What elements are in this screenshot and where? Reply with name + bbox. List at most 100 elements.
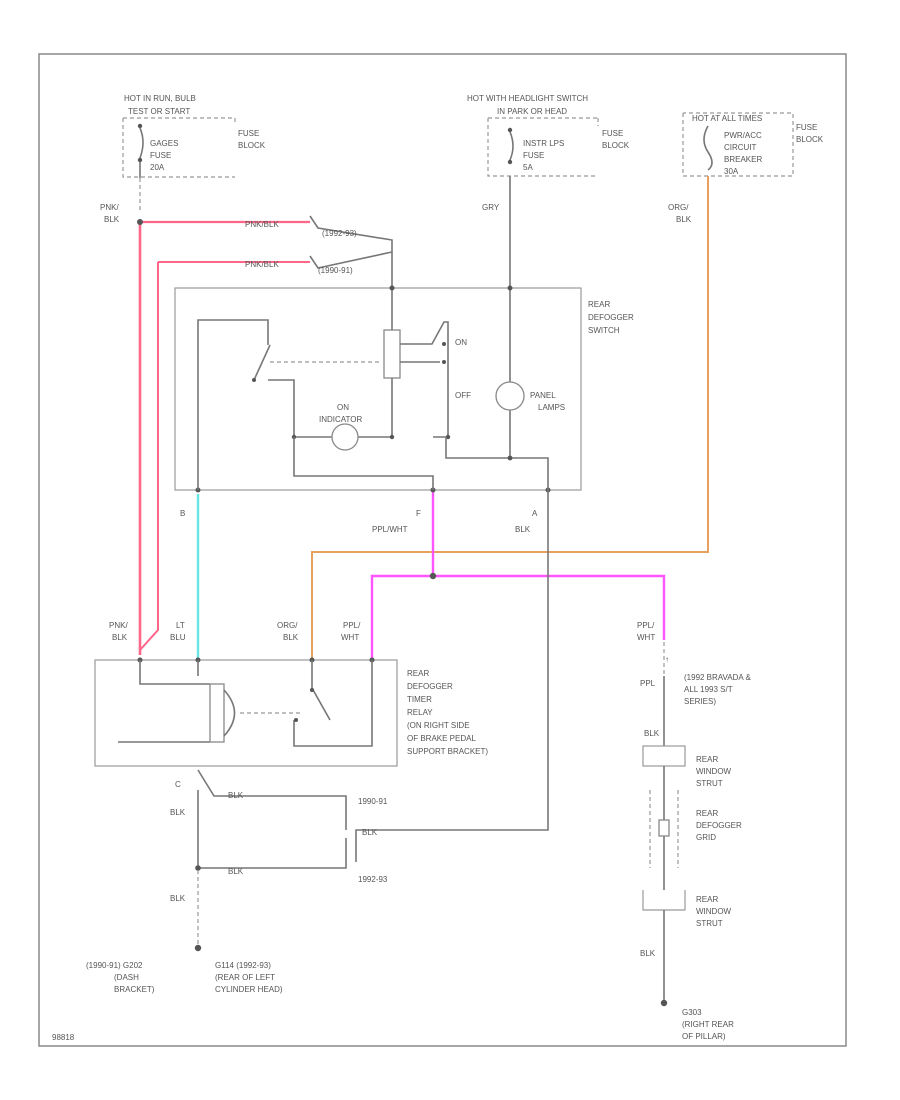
ground-mid-3: CYLINDER HEAD) — [215, 985, 283, 994]
ppl-wht-wire — [370, 490, 666, 660]
mid-source-note1: HOT WITH HEADLIGHT SWITCH — [467, 94, 588, 103]
right-blk-1: BLK — [644, 729, 660, 738]
rear-defogger-switch: REAR DEFOGGER SWITCH ON OFF ON INDICATOR… — [174, 285, 634, 493]
right-ppl-1: PPL/ — [637, 621, 655, 630]
org-blk-top-1: ORG/ — [668, 203, 689, 212]
year-1990-91-label: (1990-91) — [318, 266, 353, 275]
switch-on-label: ON — [455, 338, 467, 347]
left-fuse-word: FUSE — [150, 151, 171, 160]
mid-source-note2: IN PARK OR HEAD — [497, 107, 567, 116]
left-fuse-rating: 20A — [150, 163, 165, 172]
terminal-c-label: C — [175, 780, 181, 789]
left-block-word1: FUSE — [238, 129, 259, 138]
switch-title-1: REAR — [588, 300, 610, 309]
relay-label-7: SUPPORT BRACKET) — [407, 747, 488, 756]
diagram-id: 98818 — [52, 1033, 75, 1042]
right-note-2: ALL 1993 S/T — [684, 685, 733, 694]
right-ppl-2: WHT — [637, 633, 655, 642]
blk-ground-3: BLK — [228, 867, 244, 876]
mid-fuse-rating: 5A — [523, 163, 533, 172]
ground-right-2: (RIGHT REAR — [682, 1020, 734, 1029]
org-blk-top-2: BLK — [676, 215, 692, 224]
right-breaker-word2: BREAKER — [724, 155, 762, 164]
right-ppl-label: PPL — [640, 679, 656, 688]
indicator-label-1: ON — [337, 403, 349, 412]
mid-fuse-label: INSTR LPS — [523, 139, 564, 148]
ground-mid-2: (REAR OF LEFT — [215, 973, 275, 982]
pnk-blk-label-b: PNK/BLK — [245, 260, 279, 269]
right-source-note: HOT AT ALL TIMES — [692, 114, 762, 123]
rear-window-strut-a — [642, 745, 686, 767]
relay-lt-1: LT — [176, 621, 185, 630]
left-source-note2: TEST OR START — [128, 107, 190, 116]
mid-block-word1: FUSE — [602, 129, 623, 138]
blk-ground-2: BLK — [362, 828, 378, 837]
pnk-blk-top-2: BLK — [104, 215, 120, 224]
blk-ground-label: BLK — [170, 894, 186, 903]
left-fuse-label: GAGES — [150, 139, 178, 148]
switch-ground-wire — [355, 490, 549, 862]
switch-off-label: OFF — [455, 391, 471, 400]
strut-b-1: REAR — [696, 895, 718, 904]
relay-org-2: BLK — [283, 633, 299, 642]
relay-label-4: RELAY — [407, 708, 433, 717]
rear-defogger-timer-relay: REAR DEFOGGER TIMER RELAY (ON RIGHT SIDE… — [94, 657, 488, 767]
relay-label-2: DEFOGGER — [407, 682, 453, 691]
relay-label-6: OF BRAKE PEDAL — [407, 734, 476, 743]
relay-label-5: (ON RIGHT SIDE — [407, 721, 470, 730]
rear-window-grid-circuit: PPL/ WHT ↑ (1992 BRAVADA & ALL 1993 S/T … — [637, 621, 752, 1007]
terminal-f-label: F — [416, 509, 421, 518]
year-selector-switch — [309, 215, 393, 292]
gry-label: GRY — [482, 203, 500, 212]
on-indicator-lamp — [331, 423, 359, 451]
relay-ppl-1: PPL/ — [343, 621, 361, 630]
right-block-word2: BLOCK — [796, 135, 824, 144]
right-breaker-rating: 30A — [724, 167, 739, 176]
terminal-b-label: B — [180, 509, 185, 518]
year-1990-91-b: 1990-91 — [358, 797, 388, 806]
ground-right-1: G303 — [682, 1008, 702, 1017]
diagram-frame — [38, 53, 847, 1047]
relay-pnk-1: PNK/ — [109, 621, 128, 630]
ground-left-3: BRACKET) — [114, 985, 155, 994]
right-note-1: (1992 BRAVADA & — [684, 673, 752, 682]
ground-left-1: (1990-91) G202 — [86, 961, 143, 970]
pnk-blk-label-a: PNK/BLK — [245, 220, 279, 229]
blk-a-label: BLK — [515, 525, 531, 534]
strut-a-1: REAR — [696, 755, 718, 764]
grid-1: REAR — [696, 809, 718, 818]
gages-fuse-source: HOT IN RUN, BULB TEST OR START GAGES FUS… — [122, 94, 266, 210]
strut-a-2: WINDOW — [696, 767, 732, 776]
relay-label-1: REAR — [407, 669, 429, 678]
panel-lamps — [495, 381, 525, 411]
ground-g114 — [194, 944, 202, 952]
relay-ground-circuit: C BLK BLK BLK BLK 1990-91 1992-93 BLK — [170, 769, 388, 952]
left-block-word2: BLOCK — [238, 141, 266, 150]
panel-lamps-label-2: LAMPS — [538, 403, 565, 412]
blk-c-label: BLK — [170, 808, 186, 817]
switch-slider — [383, 329, 401, 379]
year-1992-93-label: (1992-93) — [322, 229, 357, 238]
ppl-wht-label: PPL/WHT — [372, 525, 408, 534]
ground-g303 — [660, 999, 668, 1007]
strut-b-2: WINDOW — [696, 907, 732, 916]
switch-title-2: DEFOGGER — [588, 313, 634, 322]
year-1992-93-b: 1992-93 — [358, 875, 388, 884]
ground-mid-1: G114 (1992-93) — [215, 961, 271, 970]
right-blk-2: BLK — [640, 949, 656, 958]
relay-pnk-2: BLK — [112, 633, 128, 642]
ground-left-2: (DASH — [114, 973, 139, 982]
pwr-acc-breaker-source: HOT AT ALL TIMES PWR/ACC CIRCUIT BREAKER… — [682, 112, 824, 177]
instr-lps-fuse-source: HOT WITH HEADLIGHT SWITCH IN PARK OR HEA… — [467, 94, 630, 177]
relay-ppl-2: WHT — [341, 633, 359, 642]
defogger-grid-element — [658, 819, 670, 837]
mid-fuse-word: FUSE — [523, 151, 544, 160]
right-note-3: SERIES) — [684, 697, 716, 706]
blk-ground-1: BLK — [228, 791, 244, 800]
strut-b-3: STRUT — [696, 919, 723, 928]
rear-window-strut-b — [642, 890, 686, 911]
grid-2: DEFOGGER — [696, 821, 742, 830]
terminal-a-label: A — [532, 509, 538, 518]
indicator-label-2: INDICATOR — [319, 415, 362, 424]
